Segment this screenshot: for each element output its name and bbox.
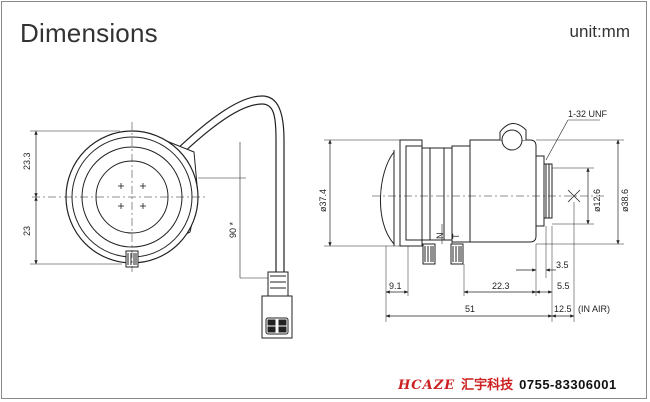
dim-51: 51: [465, 304, 475, 314]
mount-flange: [535, 155, 545, 227]
dim-5-5: 5.5: [557, 281, 570, 291]
front-glass: [379, 151, 395, 245]
front-view: [30, 95, 293, 339]
unit-label: unit:mm: [569, 22, 630, 41]
cable: [175, 95, 285, 272]
screw-n: [422, 243, 436, 265]
mark-t: T: [451, 233, 461, 239]
page-title: Dimensions: [20, 18, 158, 48]
dim-front-lower: 23: [22, 226, 32, 236]
brand-company: 汇宇科技: [461, 377, 514, 392]
screw-t: [450, 243, 464, 265]
brand-logo: HCAZE: [398, 378, 456, 393]
cable-inner: [179, 103, 277, 272]
dim-12-5: 12.5: [554, 304, 572, 314]
dim-cable-length: 90 *: [228, 221, 238, 238]
dim-22-3: 22.3: [492, 281, 510, 291]
dim-front-upper: 23.3: [22, 152, 32, 170]
lens-marks: [118, 183, 146, 209]
brand-footer: HCAZE 汇宇科技 0755-83306001: [398, 374, 617, 393]
zoom-ring: [451, 145, 471, 243]
dim-9-1: 9.1: [389, 281, 402, 291]
dim-3-5: 3.5: [556, 260, 569, 270]
rear-body: [469, 139, 537, 243]
mount-thread: [543, 163, 553, 219]
side-view: [324, 119, 624, 322]
dim-thread-diameter: ø12.6: [592, 189, 602, 212]
in-air-note: (IN AIR): [578, 304, 610, 314]
brand-phone: 0755-83306001: [519, 377, 617, 392]
mark-n: N: [435, 233, 445, 240]
dim-outer-diameter: ø37.4: [318, 189, 328, 212]
thread-spec-label: 1-32 UNF: [568, 109, 608, 119]
dim-mount-diameter: ø38.6: [620, 189, 630, 212]
focus-ring: [421, 147, 453, 241]
